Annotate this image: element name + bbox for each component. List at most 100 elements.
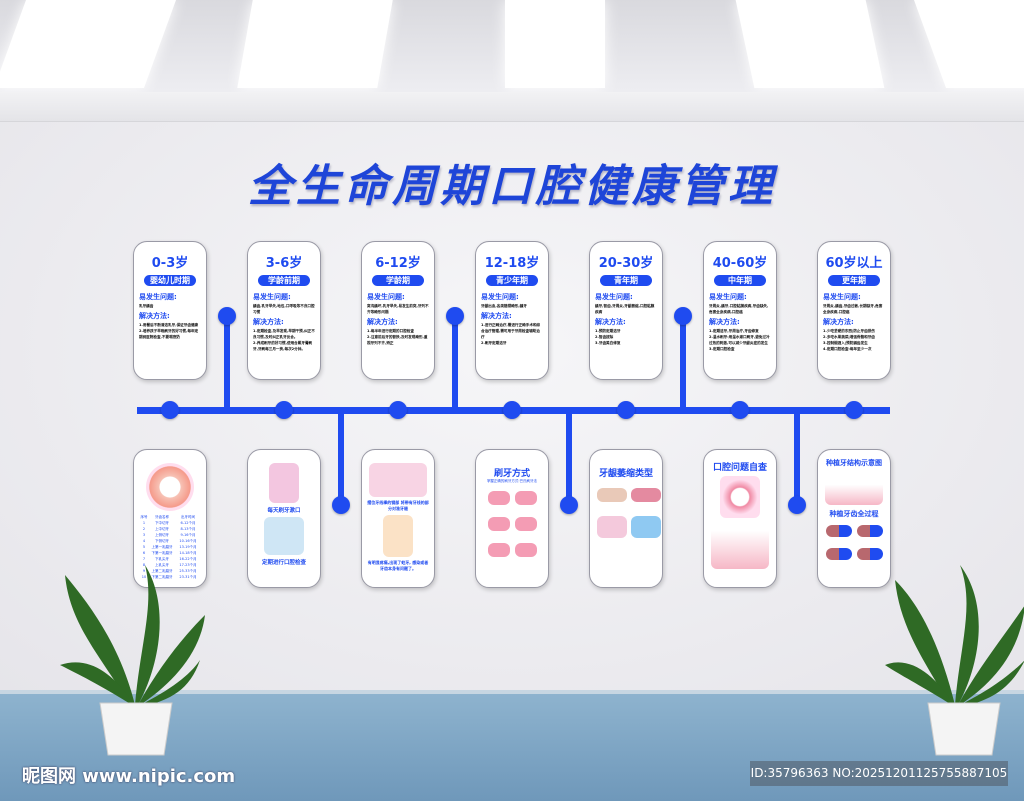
info-card: 种植牙结构示意图种植牙齿全过程 — [817, 449, 891, 588]
problem-text: 牙周炎,龋齿,牙齿过敏,长期缺牙,危害全身疾病,口腔癌 — [823, 304, 883, 314]
solution-text: 2.培养孩子早晚刷牙的好习惯,每年定期到医院检查,不要喂夜奶 — [139, 329, 199, 339]
mouth-self-check-illustration — [720, 476, 760, 518]
brushing-step-illustration — [487, 543, 510, 557]
stage-period-badge: 中年期 — [714, 275, 766, 286]
table-header: 出牙时间 — [181, 515, 195, 519]
teeth-floss-illustration — [369, 463, 427, 497]
table-header: 序号 — [140, 515, 148, 519]
ceiling-light — [505, 0, 605, 88]
stage-card: 60岁以上 更年期 易发生问题: 牙周炎,龋齿,牙齿过敏,长期缺牙,危害全身疾病… — [817, 241, 891, 380]
ceiling — [0, 0, 1024, 95]
table-header: 牙齿名称 — [155, 515, 169, 519]
solution-text: 2.养成刷牙的好习惯,使用含氟牙膏刷牙,牙刷每三月一换,每次2分钟。 — [253, 341, 313, 351]
stage-card: 12-18岁 青少年期 易发生问题: 牙龈出血,各类错颌畸形,龋牙 解决方法: … — [475, 241, 549, 380]
table-cell: 下侧切牙 — [155, 539, 169, 543]
solution-text: 1.进行正畸治疗,需进行正畸手术和综合治疗管理,需可用于牙周检查辅助治疗 — [481, 323, 541, 339]
stage-card: 40-60岁 中年期 易发生问题: 牙周炎,龋牙,口腔粘膜疾病,牙齿缺失,危害全… — [703, 241, 777, 380]
card-title: 口腔问题自查 — [712, 463, 767, 473]
table-cell: 1 — [142, 521, 146, 525]
table-cell: 6-12个月 — [180, 521, 196, 525]
card-title: 种植牙结构示意图 — [826, 459, 882, 467]
timeline-connector — [680, 316, 686, 410]
problems-heading: 易发生问题: — [481, 293, 519, 301]
solution-text: 1.定期检查,及早发现,早期干预,纠正不良习惯,及时纠正乳牙反合。 — [253, 329, 315, 339]
problem-text: 龋齿,乳牙早失,地包,口呼吸等不良口腔习惯 — [253, 304, 315, 314]
timeline-connector — [452, 316, 458, 410]
timeline-dot — [731, 401, 749, 419]
potted-plant-left — [60, 565, 205, 756]
table-cell: 下第一乳磨牙 — [151, 551, 173, 555]
table-cell: 23-31个月 — [179, 575, 197, 579]
table-cell: 5 — [142, 545, 146, 549]
info-card: 牙龈萎缩类型 — [589, 449, 663, 588]
solutions-heading: 解决方法: — [823, 318, 854, 326]
problems-heading: 易发生问题: — [139, 293, 177, 301]
timeline-dot — [218, 307, 236, 325]
boy-toothache-illustration — [383, 515, 413, 557]
stage-age: 60岁以上 — [825, 256, 883, 271]
solution-text: 3.定期口腔检查 — [709, 347, 735, 351]
solution-text: 2.多吃水果蔬菜|增强骨骼和牙齿 — [823, 335, 875, 339]
brushing-step-illustration — [514, 543, 537, 557]
ceiling-light — [735, 0, 885, 88]
brushing-step-illustration — [514, 517, 537, 531]
table-cell: 6 — [142, 551, 146, 555]
stage-period-badge: 青年期 — [600, 275, 652, 286]
gum-type-illustration — [631, 488, 661, 502]
timeline-dot — [617, 401, 635, 419]
table-cell: 2 — [142, 527, 146, 531]
brushing-step-illustration — [487, 517, 510, 531]
solution-text: 2.刷牙定期洁牙 — [481, 341, 507, 345]
problem-text: 窝沟龋坏,乳牙早失,易发生前突,牙列不齐等畸形问题 — [367, 304, 429, 314]
stage-age: 3-6岁 — [265, 256, 303, 271]
potted-plant-right — [885, 565, 1024, 756]
table-cell: 上侧切牙 — [155, 533, 169, 537]
card-title: 种植牙齿全过程 — [829, 510, 879, 518]
teeth-chart-illustration — [146, 463, 194, 511]
gum-type-illustration — [597, 516, 627, 538]
solution-text: 4.定期口腔检查:每年至少一次 — [823, 347, 872, 351]
problems-heading: 易发生问题: — [253, 293, 291, 301]
stage-period-badge: 更年期 — [828, 275, 880, 286]
caption: 摆位牙线棒的钢部 将带有牙线的部分对准牙缝 — [367, 500, 429, 511]
dentist-illustration — [264, 517, 304, 555]
problem-text: 龋牙,智齿,牙周炎,牙龈萎缩,口腔粘膜疾病 — [595, 304, 655, 314]
problem-text: 牙龈出血,各类错颌畸形,龋牙 — [481, 304, 527, 308]
girl-brushing-illustration — [269, 463, 299, 503]
implant-step-illustration — [826, 525, 852, 537]
timeline-dot — [332, 496, 350, 514]
stage-card: 3-6岁 学龄前期 易发生问题: 龋齿,乳牙早失,地包,口呼吸等不良口腔习惯 解… — [247, 241, 321, 380]
stage-card: 6-12岁 学龄期 易发生问题: 窝沟龋坏,乳牙早失,易发生前突,牙列不齐等畸形… — [361, 241, 435, 380]
tooth-structure-illustration — [711, 521, 769, 569]
implant-step-illustration — [857, 548, 883, 560]
stage-period-badge: 婴幼儿时期 — [144, 275, 196, 286]
ceiling-light — [237, 0, 393, 88]
info-card: 摆位牙线棒的钢部 将带有牙线的部分对准牙缝有明显疼痛,出现了蛀牙, 感染或者牙齿… — [361, 449, 435, 588]
brushing-step-illustration — [487, 491, 510, 505]
table-cell: 13-19个月 — [179, 545, 197, 549]
timeline-dot — [560, 496, 578, 514]
timeline-connector — [566, 410, 572, 505]
timeline-dot — [161, 401, 179, 419]
table-cell: 下乳尖牙 — [155, 557, 169, 561]
timeline-dot — [446, 307, 464, 325]
caption: 定期进行口腔检查 — [261, 560, 306, 566]
table-cell: 8 — [142, 563, 146, 567]
timeline-dot — [389, 401, 407, 419]
card-title: 牙龈萎缩类型 — [598, 469, 653, 479]
problems-heading: 易发生问题: — [367, 293, 405, 301]
table-cell: 25-33个月 — [179, 569, 197, 573]
timeline-dot — [275, 401, 293, 419]
watermark-id: ID:35796363 NO:20251201125755887105 — [750, 761, 1008, 786]
stage-age: 6-12岁 — [375, 256, 421, 271]
timeline-dot — [503, 401, 521, 419]
caption: 有明显疼痛,出现了蛀牙, 感染或者牙齿本身有问题了。 — [367, 560, 429, 571]
solution-text: 2.温水刷牙:用温水漱口刷牙,避免过冷过热的刺激,可以减少牙龈炎症的发生 — [709, 335, 770, 345]
stage-period-badge: 学龄期 — [372, 275, 424, 286]
stage-card: 0-3岁 婴幼儿时期 易发生问题: 乳牙龋齿 解决方法: 1.用餐后不断清洁乳牙… — [133, 241, 207, 380]
info-card: 每天刷牙漱口定期进行口腔检查 — [247, 449, 321, 588]
table-cell: 14-18个月 — [179, 551, 197, 555]
table-cell: 上第一乳磨牙 — [151, 545, 173, 549]
solution-text: 1.每半年进行定期的口腔检查 — [367, 329, 414, 333]
ceiling-light — [913, 0, 1024, 88]
